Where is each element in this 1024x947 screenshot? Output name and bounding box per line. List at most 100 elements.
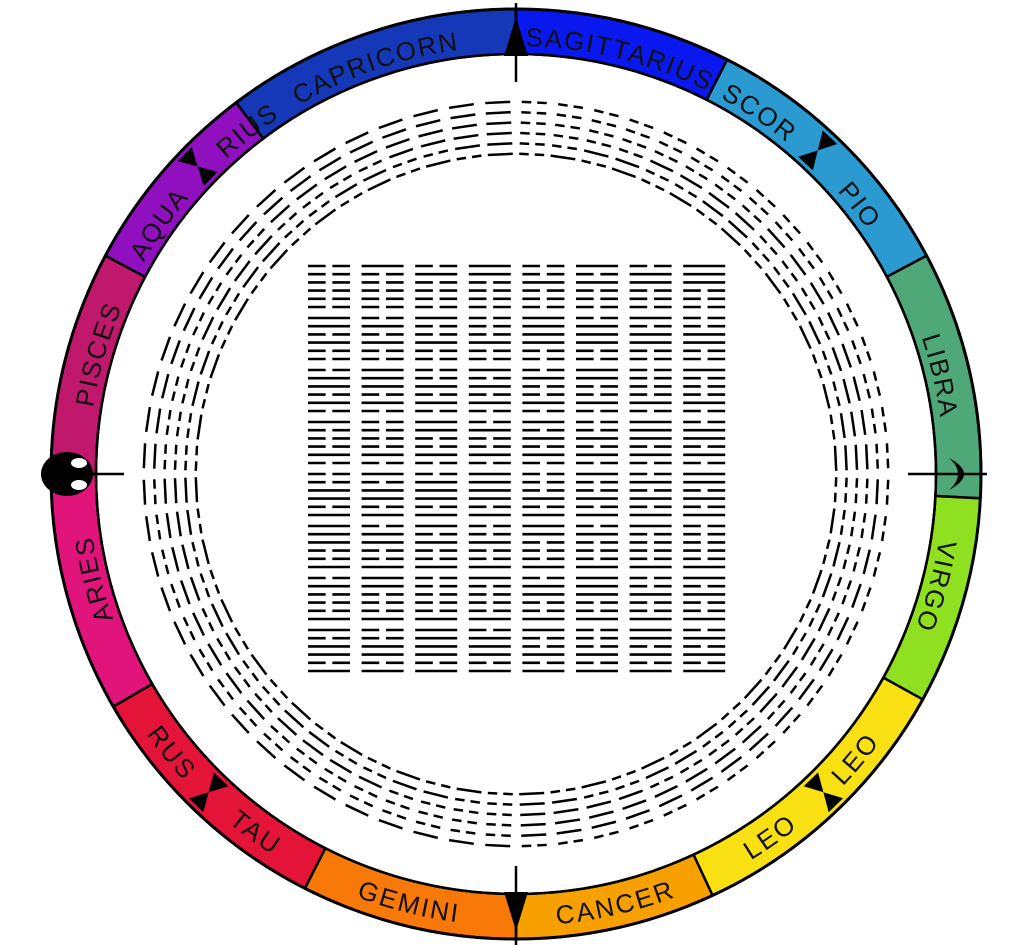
grid-hexagram xyxy=(361,264,404,309)
inner-ring-outline xyxy=(94,52,938,896)
circle-hexagram xyxy=(448,102,482,161)
snake-eye-icon xyxy=(71,458,87,468)
grid-hexagram xyxy=(468,524,511,569)
circle-hexagram xyxy=(485,100,513,157)
circle-hexagram xyxy=(764,241,824,295)
circle-hexagram xyxy=(695,722,749,782)
circle-hexagram xyxy=(519,100,547,157)
crescent-icon xyxy=(949,458,964,490)
grid-hexagram xyxy=(308,316,350,361)
circle-hexagram xyxy=(743,214,801,270)
circle-hexagram xyxy=(822,371,882,409)
grid-hexagram xyxy=(415,368,458,413)
circle-hexagram xyxy=(208,653,268,707)
circle-hexagram xyxy=(189,271,250,321)
grid-hexagram xyxy=(361,420,404,465)
snake-head-icon xyxy=(41,452,93,496)
circle-hexagram xyxy=(669,740,719,801)
circle-hexagram xyxy=(283,722,337,782)
circle-hexagram xyxy=(313,147,363,208)
grid-hexagram xyxy=(629,420,672,465)
circle-hexagram xyxy=(611,118,654,179)
notch-marker-taurus xyxy=(188,772,229,813)
circle-hexagram xyxy=(208,241,268,295)
circle-hexagram xyxy=(720,701,776,759)
grid-hexagram xyxy=(415,264,458,309)
circle-hexagram xyxy=(144,406,203,440)
circle-hexagram xyxy=(448,787,482,846)
grid-hexagram xyxy=(361,316,404,361)
circle-hexagram xyxy=(160,569,221,612)
arrow-up-icon xyxy=(504,17,528,56)
circle-hexagram xyxy=(345,756,392,817)
grid-hexagram xyxy=(415,472,458,517)
circle-hexagram xyxy=(231,214,289,270)
grid-hexagram xyxy=(683,368,726,413)
grid-hexagram xyxy=(522,524,565,569)
grid-hexagram xyxy=(522,368,565,413)
circle-hexagram xyxy=(798,598,859,645)
circle-hexagram xyxy=(782,271,843,321)
grid-hexagram xyxy=(683,524,726,569)
notch-marker-aquarius xyxy=(177,146,218,187)
grid-hexagram xyxy=(683,316,726,361)
grid-hexagram xyxy=(683,264,726,309)
grid-hexagram xyxy=(683,628,726,673)
grid-hexagram xyxy=(576,524,618,569)
grid-hexagram xyxy=(629,316,672,361)
circle-hexagram xyxy=(283,166,337,226)
circle-hexagram xyxy=(189,627,250,677)
circle-hexagram xyxy=(764,653,824,707)
circle-hexagram xyxy=(581,108,619,168)
grid-hexagram xyxy=(468,368,511,413)
circle-hexagram xyxy=(256,189,312,247)
grid-hexagram xyxy=(308,368,350,413)
circle-hexagram xyxy=(550,787,584,846)
grid-hexagram xyxy=(415,576,458,621)
grid-hexagram xyxy=(629,524,672,569)
grid-hexagram xyxy=(522,472,565,517)
circle-hexagram xyxy=(413,108,451,168)
circle-hexagram xyxy=(173,303,234,350)
grid-hexagram xyxy=(468,472,511,517)
circle-hexagram xyxy=(160,336,221,379)
grid-hexagram xyxy=(576,628,618,673)
grid-hexagram xyxy=(522,576,565,621)
grid-hexagram xyxy=(683,420,726,465)
circle-hexagram xyxy=(720,189,776,247)
grid-hexagram xyxy=(308,576,350,621)
circle-hexagram xyxy=(782,627,843,677)
circle-hexagram xyxy=(378,769,421,830)
grid-hexagram xyxy=(468,316,511,361)
grid-hexagram xyxy=(308,420,350,465)
circle-hexagram xyxy=(640,131,687,192)
grid-hexagram xyxy=(683,472,726,517)
grid-hexagram xyxy=(629,628,672,673)
grid-hexagram xyxy=(361,524,404,569)
circle-hexagram xyxy=(743,678,801,734)
grid-hexagram xyxy=(576,472,618,517)
circle-hexagram xyxy=(811,569,872,612)
circle-hexagram xyxy=(378,118,421,179)
circle-hexagram xyxy=(811,336,872,379)
circle-hexagram xyxy=(611,769,654,830)
circle-hexagram xyxy=(833,443,890,471)
circle-hexagram xyxy=(695,166,749,226)
grid-hexagram xyxy=(308,628,350,673)
grid-hexagram xyxy=(468,628,511,673)
circle-hexagram xyxy=(231,678,289,734)
grid-hexagram xyxy=(468,264,511,309)
grid-hexagram xyxy=(522,420,565,465)
circle-hexagram xyxy=(833,477,890,505)
circle-hexagram xyxy=(798,303,859,350)
circle-hexagram xyxy=(150,371,210,409)
grid-hexagram xyxy=(361,472,404,517)
circle-hexagram xyxy=(150,539,210,577)
grid-hexagram xyxy=(576,368,618,413)
circle-hexagram xyxy=(829,508,888,542)
circle-hexagram xyxy=(142,477,199,505)
circle-hexagram xyxy=(345,131,392,192)
circle-hexagram xyxy=(256,701,312,759)
grid-hexagram xyxy=(361,628,404,673)
grid-hexagram xyxy=(576,264,618,309)
